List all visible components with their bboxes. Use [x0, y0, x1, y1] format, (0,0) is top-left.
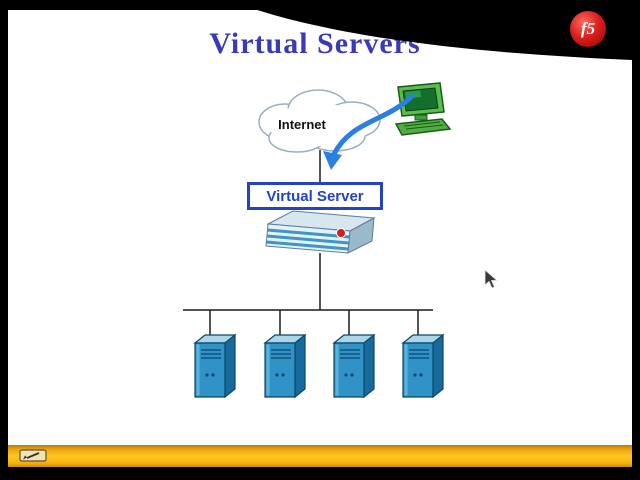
- server-tower-icon-1: [191, 331, 239, 406]
- pen-icon: [19, 449, 47, 462]
- f5-logo-text: f5: [580, 19, 596, 38]
- internet-label: Internet: [278, 117, 326, 132]
- mouse-cursor-icon: [484, 269, 499, 289]
- virtual-server-label: Virtual Server: [266, 187, 364, 205]
- top-swoosh-shape: [228, 0, 632, 60]
- server-tower-icon-3: [330, 331, 378, 406]
- slide-canvas: [8, 10, 632, 445]
- bottom-toolbar: [8, 445, 632, 467]
- virtual-server-box: Virtual Server: [247, 182, 383, 210]
- f5-logo: f5: [570, 11, 606, 47]
- annotation-pen-button[interactable]: [16, 448, 56, 464]
- server-tower-icon-2: [261, 331, 309, 406]
- server-tower-icon-4: [399, 331, 447, 406]
